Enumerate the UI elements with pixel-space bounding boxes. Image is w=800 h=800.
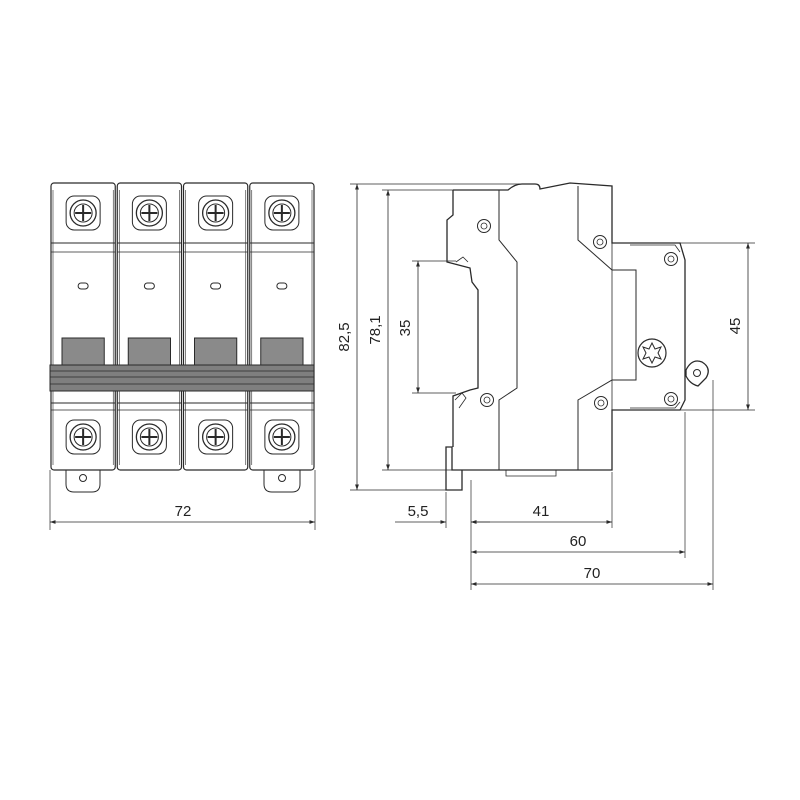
- side-rivet-1: [477, 219, 491, 233]
- dim-label-total-depth: 70: [584, 565, 601, 582]
- din-clip-right: [263, 469, 301, 493]
- pole-2-indicator-window: [143, 282, 155, 290]
- pole-3-bottom-screw-icon-head: [206, 427, 226, 447]
- side-rivet-4: [480, 393, 494, 407]
- dim-horizontal-extensions: [445, 380, 714, 590]
- dim-body-height: 78,1: [367, 190, 390, 470]
- pole-3-top-screw-icon-head: [206, 203, 226, 223]
- side-view: [445, 182, 709, 491]
- pole-1-handle: [61, 337, 105, 367]
- dim-front-depth: 41: [471, 503, 612, 524]
- dim-label-offset: 5,5: [408, 503, 429, 520]
- pole-4-top-screw-icon-head: [272, 203, 292, 223]
- side-rivet-6: [664, 392, 678, 406]
- pole-4-indicator-window: [276, 282, 288, 290]
- dim-offset: 5,5: [395, 503, 490, 524]
- pole-2-bottom-screw-icon-head: [139, 427, 159, 447]
- front-view: [49, 182, 315, 493]
- pole-3-handle: [194, 337, 238, 367]
- dim-label-front-depth: 41: [533, 503, 550, 520]
- side-hook: [685, 360, 709, 387]
- dim-front-width: 72: [49, 470, 316, 530]
- dim-label-mount-depth: 60: [570, 533, 587, 550]
- poles-group: [50, 182, 315, 471]
- dim-label-total-height: 82,5: [336, 322, 353, 351]
- dim-mount-depth: 60: [471, 533, 685, 554]
- handle-tie-bar: [49, 364, 315, 392]
- pole-1-top-screw-icon-head: [73, 203, 93, 223]
- pole-2-handle: [127, 337, 171, 367]
- pole-1-indicator-window: [77, 282, 89, 290]
- dim-mount-height: 45: [727, 243, 750, 410]
- pole-3-housing: [182, 182, 249, 471]
- pole-3-indicator-window: [210, 282, 222, 290]
- pole-2-housing: [116, 182, 183, 471]
- dim-label-front-width: 72: [175, 503, 192, 520]
- dim-total-height: 82,5: [336, 184, 359, 490]
- din-clip-left: [65, 469, 101, 493]
- pole-4-bottom-screw-icon-head: [272, 427, 292, 447]
- pole-2-top-screw-icon-head: [139, 203, 159, 223]
- dim-extension-lines: [350, 183, 755, 491]
- side-star-screw: [637, 338, 667, 368]
- pole-1-bottom-screw-icon-head: [73, 427, 93, 447]
- side-rivet-2: [593, 235, 607, 249]
- dim-label-body-height: 78,1: [367, 315, 384, 344]
- side-rivet-5: [594, 396, 608, 410]
- dim-label-toggle-height: 35: [397, 320, 414, 337]
- dim-toggle-height: 35: [397, 261, 420, 393]
- dim-label-mount-height: 45: [727, 318, 744, 335]
- dim-total-depth: 70: [471, 565, 713, 586]
- pole-4-handle: [260, 337, 304, 367]
- side-rivet-3: [664, 252, 678, 266]
